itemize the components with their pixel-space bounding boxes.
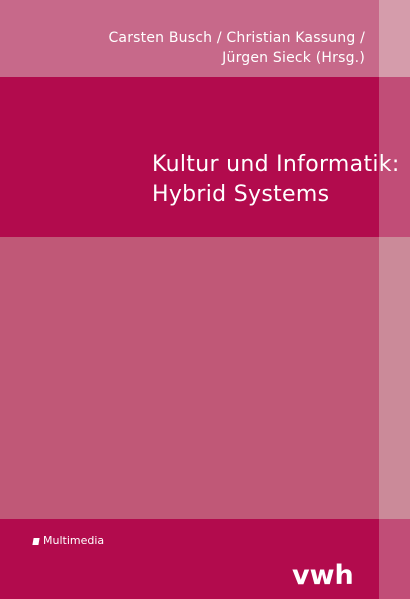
middle-area — [0, 237, 379, 519]
bottom-band — [0, 519, 379, 599]
title-line-2: Hybrid Systems — [152, 182, 330, 207]
title-line-1: Kultur und Informatik: — [152, 152, 400, 177]
book-title: Kultur und Informatik: Hybrid Systems — [152, 150, 400, 210]
authors-line-2: Jürgen Sieck (Hrsg.) — [222, 50, 365, 66]
square-bullet-icon — [32, 537, 40, 545]
series-label: Multimedia — [32, 534, 105, 548]
publisher-logo: vwh — [292, 560, 354, 591]
authors-band-strip — [379, 0, 410, 77]
bottom-band-strip — [379, 519, 410, 599]
publisher-logo-text: vwh — [292, 560, 354, 591]
authors: Carsten Busch / Christian Kassung / Jürg… — [108, 28, 365, 68]
title-band-strip — [379, 77, 410, 237]
authors-line-1: Carsten Busch / Christian Kassung / — [108, 30, 365, 46]
authors-band — [0, 0, 379, 77]
series-name: Multimedia — [43, 534, 105, 547]
title-band — [0, 77, 379, 237]
